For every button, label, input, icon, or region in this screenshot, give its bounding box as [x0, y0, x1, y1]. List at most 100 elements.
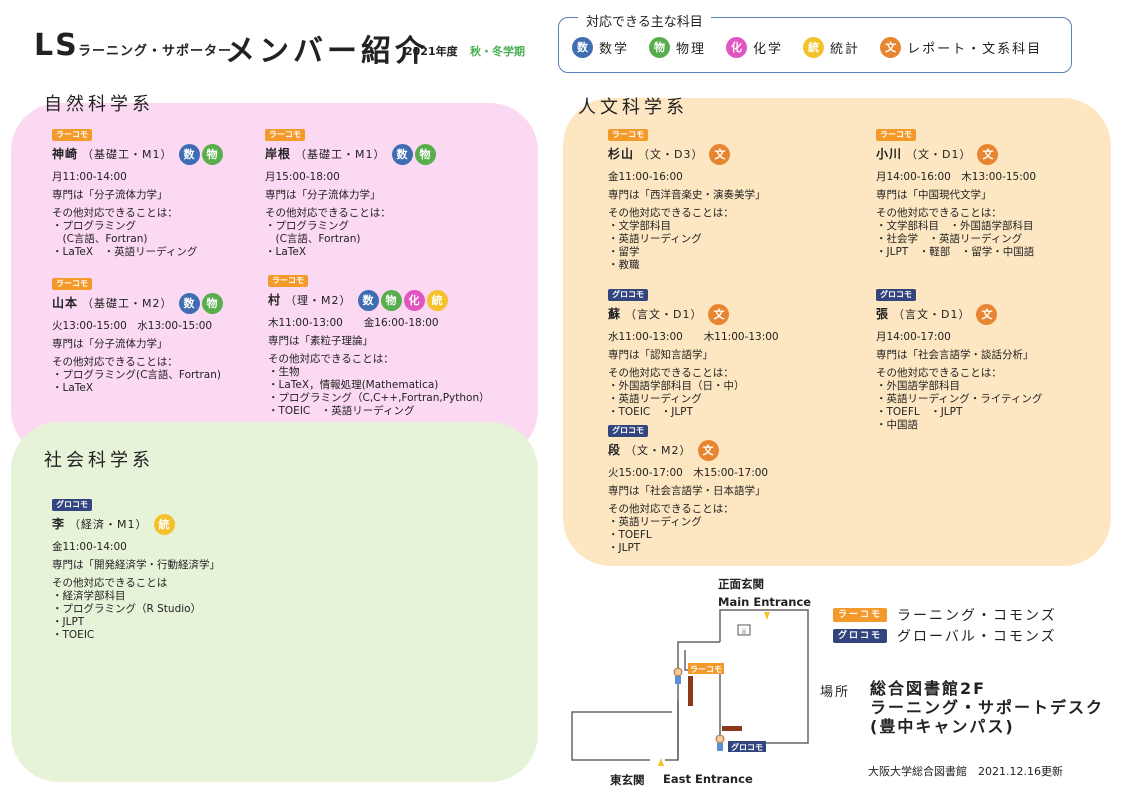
member-info-line: 火13:00-15:00 水13:00-15:00	[52, 320, 213, 332]
subject-badges: 文	[976, 304, 998, 325]
member-name-row: 李（経済・M1） 統	[52, 514, 220, 535]
member-name: 張	[876, 307, 890, 321]
member-affiliation: （文・D1）	[906, 148, 972, 161]
subject-badge-icon: 化	[403, 290, 425, 311]
commons-tag: ラーコモ	[265, 129, 305, 141]
commons-tag: ラーコモ	[876, 129, 916, 141]
member-info-line: ・留学	[608, 246, 640, 258]
member-name-row: 杉山（文・D3）文	[608, 144, 766, 165]
subject-badge-icon: 文	[976, 304, 998, 325]
lc-full-label: ラーニング・コモンズ	[897, 608, 1057, 624]
member-info-line: 水11:00-13:00 木11:00-13:00	[608, 331, 779, 343]
place-label: 場所	[820, 685, 851, 700]
subject-badge-icon: 数	[178, 293, 200, 314]
humanities-title: 人文科学系	[578, 97, 688, 118]
member-info-line: ・社会学 ・英語リーディング	[876, 233, 1023, 245]
member-info-line: ・英語リーディング	[608, 393, 702, 405]
member-name: 杉山	[608, 147, 635, 161]
member-info-line: 専門は「開発経済学・行動経済学」	[52, 559, 220, 571]
title-year: 2021年度	[405, 45, 458, 58]
place-line-1: 総合図書館2F	[870, 679, 987, 698]
member-info-line: ・TOEIC ・JLPT	[608, 406, 693, 418]
east-entrance-label-en: East Entrance	[663, 772, 753, 786]
member-info-line: 金11:00-16:00	[608, 171, 683, 183]
member-name-row: 蘇（言文・D1） 文	[608, 304, 779, 325]
main-entrance-label-jp: 正面玄関	[718, 577, 764, 591]
member-affiliation: （理・M2）	[285, 294, 352, 307]
member-name-row: 村（理・M2） 数物化統	[268, 290, 490, 311]
subject-badge-icon: 物	[201, 293, 223, 314]
commons-tag: グロコモ	[52, 499, 92, 511]
place-name: 総合図書館2F ラーニング・サポートデスク (豊中キャンパス)	[870, 679, 1104, 736]
gc-tag: グロコモ	[833, 629, 888, 643]
member-affiliation: （経済・M1）	[69, 518, 148, 531]
member-info-line: 火15:00-17:00 木15:00-17:00	[608, 467, 769, 479]
legend-label-humanities: レポート・文系科目	[907, 42, 1043, 57]
member-card-yamamoto: ラーコモ山本（基礎工・M2） 数物火13:00-15:00 水13:00-15:0…	[52, 277, 223, 395]
statistics-badge-icon: 統	[803, 37, 825, 58]
member-info-line: ・LaTeX	[52, 382, 94, 394]
member-info-line: ・TOEIC ・英語リーディング	[268, 405, 415, 417]
member-info-line: 専門は「西洋音楽史・演奏美学」	[608, 189, 766, 201]
member-info-line: ・中国語	[876, 419, 918, 431]
member-info-line: 専門は「素粒子理論」	[268, 335, 373, 347]
member-info-line: ・プログラミング	[265, 220, 349, 232]
member-info-line: ・英語リーディング	[608, 516, 702, 528]
subject-badges: 統	[153, 514, 175, 535]
commons-tag: ラーコモ	[52, 129, 92, 141]
member-info-line: ・外国語学部科目	[876, 380, 960, 392]
place-line-2: ラーニング・サポートデスク	[870, 698, 1105, 717]
subject-badges: 数物	[178, 144, 223, 165]
title-ls: LS	[34, 28, 79, 63]
subject-badge-icon: 文	[708, 304, 730, 325]
member-info-line: その他対応できることは：	[876, 367, 1002, 379]
member-name: 山本	[52, 296, 79, 310]
subject-badge-icon: 文	[709, 144, 731, 165]
member-name-row: 張（言文・D1）文	[876, 304, 1042, 325]
member-info-line: その他対応できることは：	[608, 207, 734, 219]
commons-tag: ラーコモ	[268, 275, 308, 287]
member-info-line: ・LaTeX	[265, 246, 307, 258]
member-info-line: ・TOEFL ・JLPT	[876, 406, 963, 418]
member-info-line: 月11:00-14:00	[52, 171, 127, 183]
member-info-line: 専門は「認知言語学」	[608, 349, 713, 361]
member-name: 村	[268, 293, 282, 307]
member-info-line: 月14:00-16:00 木13:00-15:00	[876, 171, 1037, 183]
subject-badges: 数物化統	[357, 290, 448, 311]
member-info-line: (C言語、Fortran)	[265, 233, 361, 245]
subject-badges: 数物	[391, 144, 436, 165]
member-info-line: ・文学部科目 ・外国語学部科目	[876, 220, 1034, 232]
member-affiliation: （基礎工・M1）	[82, 148, 173, 161]
member-info-line: ・JLPT	[608, 542, 641, 554]
member-name: 李	[52, 517, 66, 531]
subject-badge-icon: 物	[414, 144, 436, 165]
page-title: メンバー紹介	[225, 34, 429, 69]
social-science-title: 社会科学系	[44, 450, 154, 471]
math-badge-icon: 数	[572, 37, 593, 58]
place-line-3: (豊中キャンパス)	[870, 717, 1015, 736]
member-info-line: (C言語、Fortran)	[52, 233, 148, 245]
subject-badge-icon: 統	[153, 514, 175, 535]
member-info-line: ・JLPT ・軽部 ・留学・中国語	[876, 246, 1035, 258]
member-info-line: 専門は「分子流体力学」	[52, 189, 168, 201]
physics-badge-icon: 物	[649, 37, 671, 58]
member-name: 蘇	[608, 307, 622, 321]
member-info-line: 専門は「分子流体力学」	[52, 338, 168, 350]
subject-badge-icon: 物	[201, 144, 223, 165]
member-affiliation: （言文・D1）	[625, 308, 703, 321]
floor-map: ii ラーコモ グロコモ	[571, 609, 809, 766]
member-affiliation: （基礎工・M2）	[82, 297, 173, 310]
title-season: 秋・冬学期	[470, 45, 525, 58]
member-name-row: 段（文・M2）文	[608, 440, 768, 461]
member-name: 小川	[876, 147, 903, 161]
subject-badges: 文	[697, 440, 719, 461]
member-info-line: ・TOEIC	[52, 629, 95, 641]
subject-badge-icon: 文	[697, 440, 719, 461]
footer-updated: 大阪大学総合図書館 2021.12.16更新	[868, 765, 1063, 778]
commons-tag: ラーコモ	[52, 278, 92, 290]
